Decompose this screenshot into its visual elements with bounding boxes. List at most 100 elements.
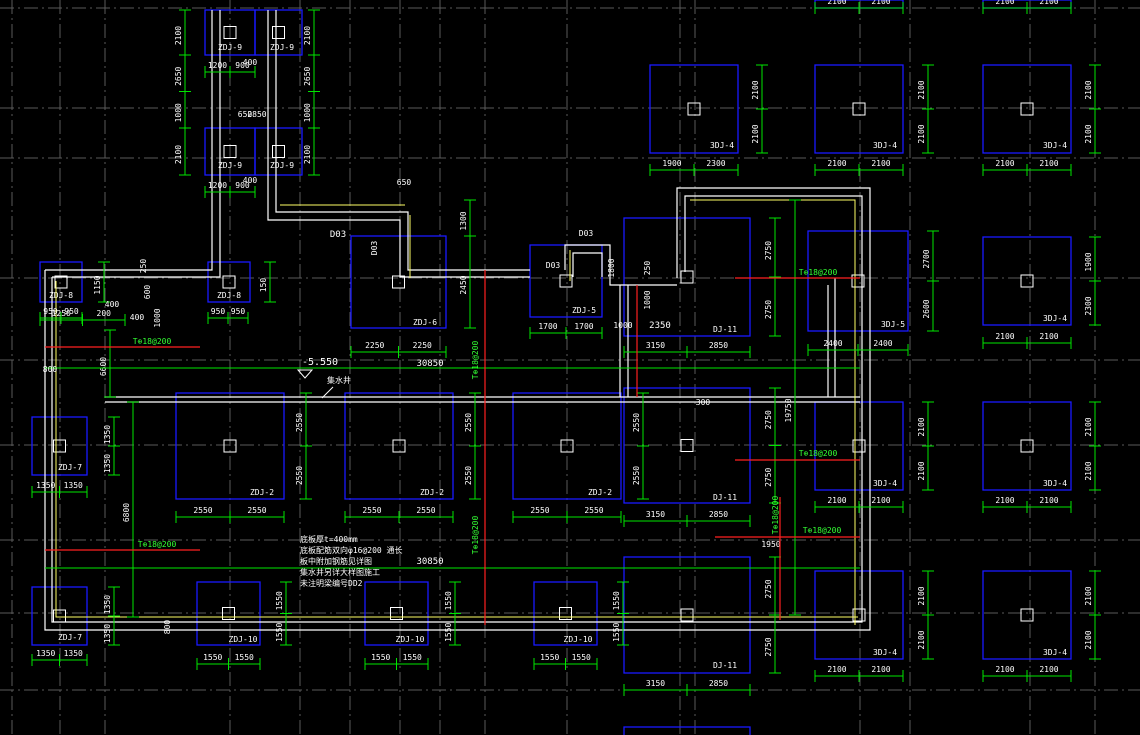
dim-text: 1550	[612, 591, 621, 610]
footing-pad	[814, 401, 904, 491]
dim-text: 1000	[613, 321, 632, 330]
column-square	[852, 439, 866, 453]
dim-text: 2100	[1039, 496, 1058, 505]
column-square	[1020, 102, 1034, 116]
beam-label: D03	[330, 230, 346, 240]
dim-text: 2100	[827, 665, 846, 674]
wall-line	[572, 252, 603, 277]
dim-text: 2100	[995, 496, 1014, 505]
column-square	[222, 607, 235, 620]
footing-pad	[533, 581, 598, 646]
dim-text: 2550	[295, 466, 304, 485]
footing-pad	[982, 236, 1072, 326]
dim-text: 1350	[64, 481, 83, 490]
column-square	[1020, 439, 1034, 453]
dim-text: 2100	[1084, 630, 1093, 649]
footing-label: ZDJ-10	[229, 635, 258, 644]
footing-pad	[196, 581, 261, 646]
general-note: 底板配筋双向φ16@200 通长	[300, 545, 403, 555]
footing-label: ZDJ-7	[58, 463, 82, 472]
general-note: 底板厚t=400mm	[300, 534, 358, 544]
footing-pad	[31, 416, 88, 476]
dim-text: 950	[64, 307, 79, 316]
footing-pad	[814, 570, 904, 660]
dim-text: 2750	[764, 637, 773, 656]
dim-text-overall: 30850	[416, 557, 443, 567]
footing-pad	[207, 261, 251, 303]
column-square	[687, 102, 701, 116]
dim-text: 2550	[464, 413, 473, 432]
dim-text: 1900	[662, 159, 681, 168]
footing-pad	[623, 556, 751, 674]
dim-text: 2100	[1084, 124, 1093, 143]
dim-text: 2100	[751, 124, 760, 143]
column-square	[559, 274, 573, 288]
column-square	[680, 270, 694, 284]
dim-text: 2100	[1039, 159, 1058, 168]
dim-text: 1350	[103, 425, 112, 444]
rebar-label: T⊕18@200	[471, 341, 480, 380]
dim-text: 1150	[93, 275, 102, 294]
footing-pad	[623, 726, 751, 735]
dim-text: 3150	[646, 510, 665, 519]
elevation-marker	[296, 369, 314, 379]
dim-text: 800	[43, 365, 58, 374]
dim-text: 2100	[827, 159, 846, 168]
dim-text: 150	[259, 278, 268, 293]
rebar-label: T⊕18@200	[133, 337, 172, 346]
footing-label: DJ-11	[713, 493, 737, 502]
dim-text: 2100	[995, 665, 1014, 674]
dim-text: 2450	[459, 275, 468, 294]
dim-text: 2100	[751, 80, 760, 99]
dim-text: 1550	[444, 591, 453, 610]
dim-text: 300	[696, 398, 711, 407]
column-square	[1020, 274, 1034, 288]
dim-text: 250	[139, 259, 148, 274]
dim-text: 1300	[459, 211, 468, 230]
dim-text: 2750	[764, 467, 773, 486]
dim-text: 1800	[607, 258, 616, 277]
dim-text: 2100	[1039, 0, 1058, 6]
dim-text: 2100	[1084, 80, 1093, 99]
column-square	[392, 439, 406, 453]
footing-label: ZDJ-10	[564, 635, 593, 644]
footing-label: ZDJ-8	[49, 291, 73, 300]
dim-text: 2100	[1039, 665, 1058, 674]
column-square	[54, 275, 68, 289]
dim-text: 400	[243, 58, 258, 67]
dim-text: 2850	[709, 679, 728, 688]
dim-text: 2100	[995, 0, 1014, 6]
dim-text: 2300	[706, 159, 725, 168]
wall-line	[45, 10, 213, 271]
dim-text: 2100	[1039, 332, 1058, 341]
footing-label: DJ-11	[713, 661, 737, 670]
dim-text: 1550	[235, 653, 254, 662]
dim-text: 2850	[247, 110, 266, 119]
footing-label: ZDJ-2	[250, 488, 274, 497]
dim-text: 2100	[871, 159, 890, 168]
elevation-label: -5.550	[302, 357, 338, 368]
dim-text: 2550	[632, 413, 641, 432]
column-square	[222, 275, 236, 289]
footing-pad	[254, 127, 303, 176]
footing-label: 3DJ-4	[873, 141, 897, 150]
rebar-label: T⊕18@200	[799, 449, 838, 458]
dim-text: 6800	[122, 503, 131, 522]
footing-pad	[39, 261, 83, 303]
column-square	[390, 607, 403, 620]
dim-text: 650	[238, 110, 253, 119]
rebar-label: T⊕18@200	[471, 516, 480, 555]
dim-text: 2100	[871, 665, 890, 674]
dim-text: 19750	[784, 398, 793, 422]
dim-text: 1350	[103, 595, 112, 614]
dim-text: 1000	[153, 308, 162, 327]
dim-text: 1350	[103, 454, 112, 473]
dim-text: 2850	[709, 341, 728, 350]
dim-text: 1550	[275, 622, 284, 641]
dim-text: 2100	[1084, 586, 1093, 605]
dim-text: 2550	[632, 466, 641, 485]
dim-text: 1350	[64, 649, 83, 658]
footing-label: 3DJ-4	[1043, 314, 1067, 323]
footing-label: 3DJ-4	[873, 648, 897, 657]
